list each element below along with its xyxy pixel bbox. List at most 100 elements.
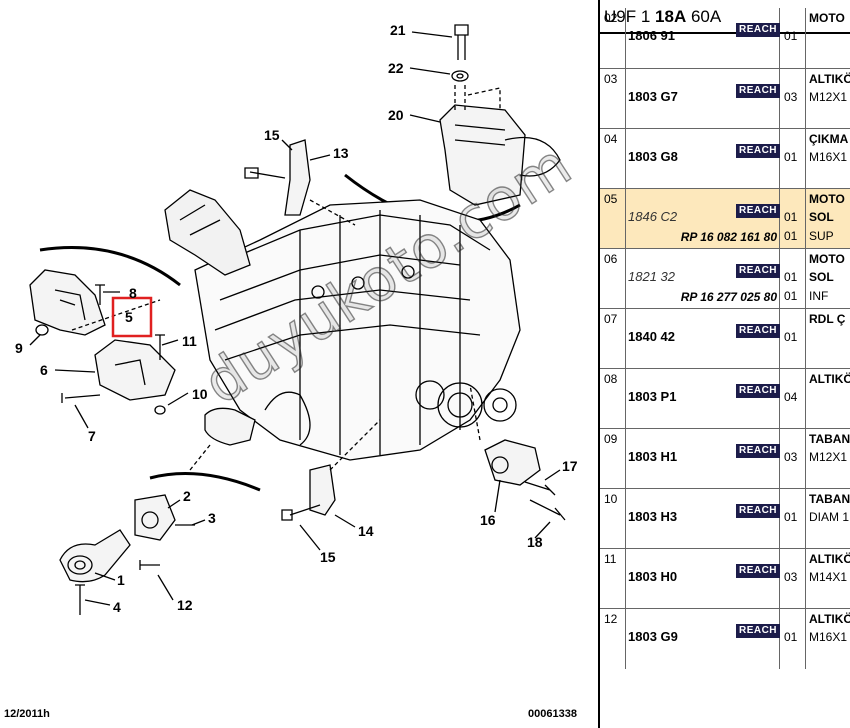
quantity: 04 [784, 390, 798, 404]
row-description: MOTO [807, 8, 850, 68]
row-reference: 1803 G9 REACH [626, 609, 780, 669]
row-description: ALTIKÖ M16X1 [807, 609, 850, 669]
highlight-box [111, 296, 153, 338]
row-index: 10 [600, 489, 626, 549]
callout-11: 11 [182, 333, 197, 349]
row-index: 05 [600, 189, 626, 249]
part-number: 1803 H1 [628, 449, 678, 464]
row-quantity: 01 [782, 309, 806, 369]
part-number: 1821 32 [628, 269, 675, 284]
callout-7: 7 [88, 428, 96, 444]
callout-16: 16 [480, 512, 496, 528]
callout-6: 6 [40, 362, 48, 378]
part-number: 1803 G9 [628, 629, 678, 644]
row-description: ALTIKÖ [807, 369, 850, 429]
part-number: 1846 C2 [628, 209, 678, 224]
callout-10: 10 [192, 386, 208, 402]
callout-3: 3 [208, 510, 216, 526]
description-line-1: MOTO [809, 192, 845, 206]
row-reference: 1803 H1 REACH [626, 429, 780, 489]
row-reference: 1803 P1 REACH [626, 369, 780, 429]
row-index: 02 [600, 8, 626, 68]
description-line-1: TABAN [809, 432, 850, 446]
callout-15b: 15 [320, 549, 336, 565]
row-quantity: 03 [782, 69, 806, 129]
callout-14: 14 [358, 523, 374, 539]
quantity: 03 [784, 570, 798, 584]
row-reference: 1803 G8 REACH [626, 129, 780, 189]
description-line-3: SUP [809, 229, 834, 243]
callout-5: 5 [125, 309, 133, 325]
description-line-2: M12X1 [809, 90, 848, 104]
row-quantity: 01 [782, 489, 806, 549]
part-number: 1803 P1 [628, 389, 677, 404]
row-quantity: 03 [782, 549, 806, 609]
header-bold: 18A [655, 7, 687, 26]
description-line-2: SOL [809, 270, 834, 284]
row-index: 11 [600, 549, 626, 609]
description-line-3: INF [809, 289, 829, 303]
description-line-2: M16X1 [809, 150, 848, 164]
description-line-1: ÇIKMA [809, 132, 849, 146]
reach-badge: REACH [736, 144, 780, 158]
description-line-2: M16X1 [809, 630, 848, 644]
row-index: 03 [600, 69, 626, 129]
reach-badge: REACH [736, 84, 780, 98]
row-quantity: 04 [782, 369, 806, 429]
description-line-1: ALTIKÖ [809, 552, 850, 566]
quantity: 01 [784, 270, 798, 284]
callout-1: 1 [117, 572, 125, 588]
callout-20: 20 [388, 107, 404, 123]
quantity-2: 01 [784, 229, 798, 243]
part-number: 1840 42 [628, 329, 675, 344]
callout-2: 2 [183, 488, 191, 504]
reach-badge: REACH [736, 624, 780, 638]
row-index: 07 [600, 309, 626, 369]
part-number: 1803 G8 [628, 149, 678, 164]
part-number: 1803 G7 [628, 89, 678, 104]
description-line-1: TABAN [809, 492, 850, 506]
header-prefix: U9F 1 [604, 7, 656, 26]
reach-badge: REACH [736, 324, 780, 338]
row-index: 09 [600, 429, 626, 489]
quantity: 01 [784, 210, 798, 224]
quantity: 01 [784, 29, 798, 43]
callout-15a: 15 [264, 127, 280, 143]
reach-badge: REACH [736, 564, 780, 578]
description-line-1: RDL Ç [809, 312, 846, 326]
callout-4: 4 [113, 599, 121, 615]
reach-badge: REACH [736, 444, 780, 458]
exploded-diagram: 21 22 20 15 13 8 5 11 9 6 10 7 2 3 1 4 1… [4, 22, 578, 720]
row-reference: 1840 42 REACH [626, 309, 780, 369]
row-index: 06 [600, 249, 626, 309]
description-line-2: SOL [809, 210, 834, 224]
description-line-1: ALTIKÖ [809, 612, 850, 626]
row-quantity: 01 [782, 129, 806, 189]
diagram-drawing [29, 24, 566, 615]
part-number: 1803 H0 [628, 569, 678, 584]
reach-badge: REACH [736, 384, 780, 398]
row-quantity: 01 [782, 609, 806, 669]
row-index: 08 [600, 369, 626, 429]
rp-number: RP 16 082 161 80 [680, 230, 777, 244]
part-number: 1803 H3 [628, 509, 678, 524]
quantity: 03 [784, 90, 798, 104]
